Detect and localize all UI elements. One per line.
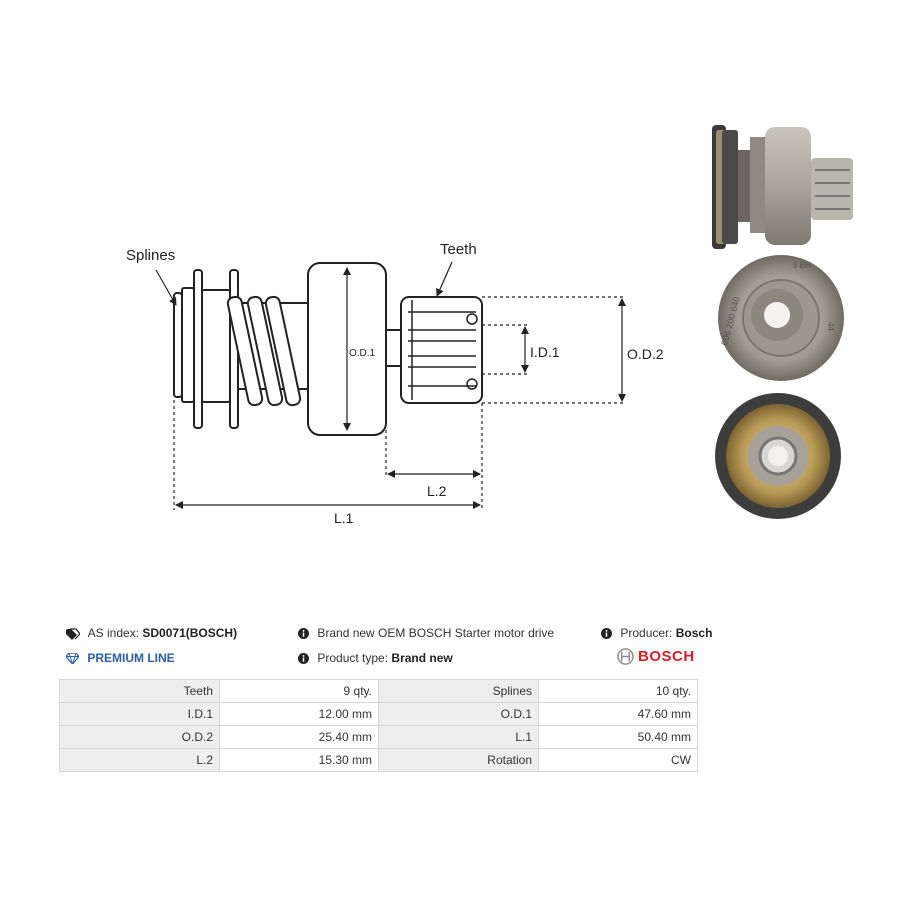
specs-table: Teeth 9 qty. Splines 10 qty. I.D.1 12.00… (59, 679, 698, 772)
product-type-value: Brand new (391, 651, 453, 665)
producer-label: Producer: (620, 626, 673, 640)
as-index: AS index: SD0071(BOSCH) (66, 626, 237, 640)
table-row: I.D.1 12.00 mm O.D.1 47.60 mm (59, 702, 698, 726)
splines-label: Splines (126, 247, 175, 264)
spec-label: Splines (378, 679, 539, 703)
spec-label: L.1 (378, 725, 539, 749)
technical-drawing: Splines Teeth O.D.1 I.D.1 O.D.2 L.2 L.1 … (126, 125, 853, 526)
dimension-lines (155, 261, 626, 510)
product-photo-front: 006 200 640 9 BH 44 (718, 255, 844, 381)
producer: Producer: Bosch (601, 626, 712, 640)
tag-icon (66, 628, 80, 640)
premium-line-text: PREMIUM LINE (87, 651, 175, 665)
spec-value: 10 qty. (538, 679, 698, 703)
table-row: Teeth 9 qty. Splines 10 qty. (59, 679, 698, 703)
premium-line: PREMIUM LINE (66, 651, 175, 665)
description: Brand new OEM BOSCH Starter motor drive (298, 626, 554, 640)
spec-value: 25.40 mm (219, 725, 379, 749)
info-icon (298, 628, 309, 640)
spec-value: 47.60 mm (538, 702, 698, 726)
product-photo-side (712, 125, 853, 249)
info-icon (601, 628, 612, 640)
spec-label: I.D.1 (59, 702, 220, 726)
photo-num: 44 (826, 322, 835, 331)
info-icon (298, 653, 309, 665)
drive-outline (173, 262, 483, 436)
id1-label: I.D.1 (530, 344, 560, 360)
table-row: L.2 15.30 mm Rotation CW (59, 748, 698, 772)
l1-label: L.1 (334, 510, 354, 526)
od1-label: O.D.1 (349, 348, 376, 359)
l2-label: L.2 (427, 483, 447, 499)
description-text: Brand new OEM BOSCH Starter motor drive (317, 626, 555, 640)
bosch-logo: BOSCH (617, 648, 695, 666)
spec-value: 15.30 mm (219, 748, 379, 772)
bosch-logo-text: BOSCH (638, 648, 695, 665)
spec-value: 9 qty. (219, 679, 379, 703)
spec-label: Teeth (59, 679, 220, 703)
pinion-teeth-detail (408, 300, 478, 400)
product-type-label: Product type: (317, 651, 389, 665)
as-index-label: AS index: (87, 626, 140, 640)
diamond-icon (66, 653, 79, 665)
product-type: Product type: Brand new (298, 651, 453, 665)
od2-label: O.D.2 (627, 346, 664, 362)
spec-value: 12.00 mm (219, 702, 379, 726)
spec-value: CW (538, 748, 698, 772)
spec-label: Rotation (378, 748, 539, 772)
spec-label: L.2 (59, 748, 220, 772)
spec-label: O.D.2 (59, 725, 220, 749)
table-row: O.D.2 25.40 mm L.1 50.40 mm (59, 725, 698, 749)
product-photo-rear (715, 393, 841, 519)
as-index-value: SD0071(BOSCH) (142, 626, 238, 640)
photo-code: 9 BH (793, 261, 811, 270)
spec-value: 50.40 mm (538, 725, 698, 749)
producer-value: Bosch (675, 626, 713, 640)
teeth-label: Teeth (440, 241, 477, 258)
spec-label: O.D.1 (378, 702, 539, 726)
bosch-armature-icon (617, 648, 634, 666)
